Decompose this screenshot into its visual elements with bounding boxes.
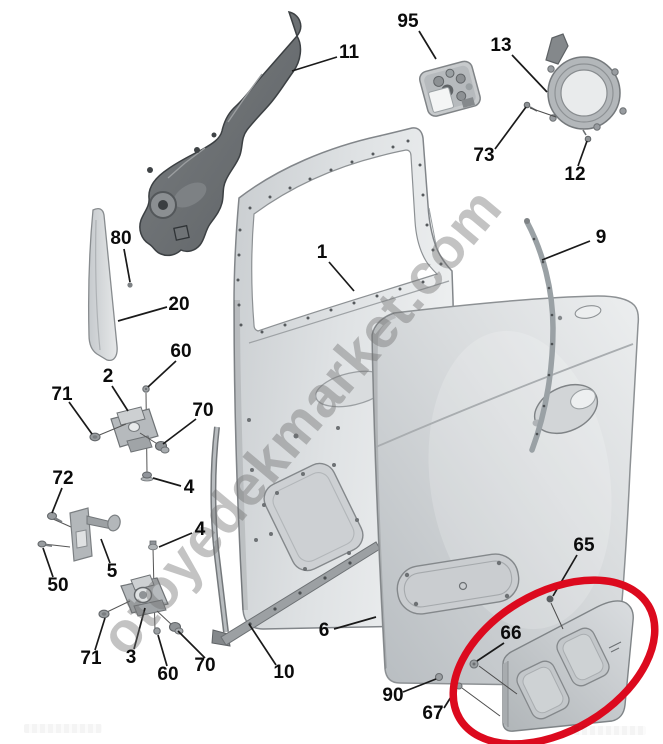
nut-70-lower <box>156 610 184 635</box>
part-label-9: 9 <box>595 227 607 248</box>
part-11-regulator-carrier-panel <box>139 11 302 257</box>
part-label-66: 66 <box>500 623 522 644</box>
part-label-50: 50 <box>47 575 69 596</box>
part-label-13: 13 <box>490 35 512 56</box>
part-20-pillar-trim <box>87 208 118 362</box>
bolt-50 <box>37 540 53 548</box>
stud-4-lower <box>148 540 158 551</box>
screw-12 <box>582 129 592 143</box>
part-label-3: 3 <box>125 647 137 668</box>
screw-60-upper <box>142 385 150 393</box>
part-label-11: 11 <box>338 42 360 63</box>
stud-4-upper <box>140 471 154 482</box>
bolt-71-upper <box>89 423 127 442</box>
part-label-80: 80 <box>110 228 132 249</box>
part-label-71-lower: 71 <box>80 648 102 669</box>
spot-weld-dots <box>236 139 443 334</box>
part-label-70-lower: 70 <box>194 655 216 676</box>
faint-code-bottom-right <box>574 726 646 735</box>
part-label-20: 20 <box>168 294 190 315</box>
recess-holes <box>247 418 359 571</box>
highlight-ellipse <box>449 576 659 744</box>
part-label-95: 95 <box>397 11 419 32</box>
hinge-2-upper <box>110 392 159 474</box>
screw-60-lower <box>153 627 161 635</box>
bolt-72 <box>46 511 63 523</box>
part-label-5: 5 <box>106 561 118 582</box>
part-13-speaker-ring <box>545 33 627 131</box>
part-label-71-upper: 71 <box>51 384 73 405</box>
part-label-4-upper: 4 <box>183 477 195 498</box>
faint-code-bottom-left <box>24 724 102 733</box>
door-inner-recess <box>263 462 364 572</box>
clip-66 <box>469 659 479 669</box>
protector-molding-panel <box>502 600 634 732</box>
part-label-4-lower: 4 <box>194 519 206 540</box>
part-label-2: 2 <box>102 366 114 387</box>
leader-lines <box>42 30 591 709</box>
assembly-guide-lines <box>461 107 564 717</box>
part-label-90: 90 <box>382 685 404 706</box>
part-9-window-channel-seal <box>524 218 556 453</box>
door-outer-recess <box>396 553 520 615</box>
part-label-60-upper: 60 <box>170 341 192 362</box>
part-label-10: 10 <box>273 662 295 683</box>
part-label-67: 67 <box>422 703 444 724</box>
part-6-door-outer-panel <box>371 295 640 687</box>
check-strap-5 <box>43 507 121 562</box>
clip-90 <box>434 672 444 682</box>
part-label-73: 73 <box>473 145 495 166</box>
part-label-1: 1 <box>316 242 328 263</box>
part-label-70-upper: 70 <box>192 400 214 421</box>
clip-65 <box>546 595 554 603</box>
part-10-glass-run-channel <box>210 426 381 647</box>
part-label-6: 6 <box>318 620 330 641</box>
part-95-door-lock <box>418 60 481 117</box>
part-label-60-lower: 60 <box>157 664 179 685</box>
bolt-71-lower <box>98 600 131 619</box>
part-label-65: 65 <box>573 535 595 556</box>
hinge-3-lower <box>120 547 169 632</box>
part-label-72: 72 <box>52 468 74 489</box>
part-label-12: 12 <box>564 164 586 185</box>
